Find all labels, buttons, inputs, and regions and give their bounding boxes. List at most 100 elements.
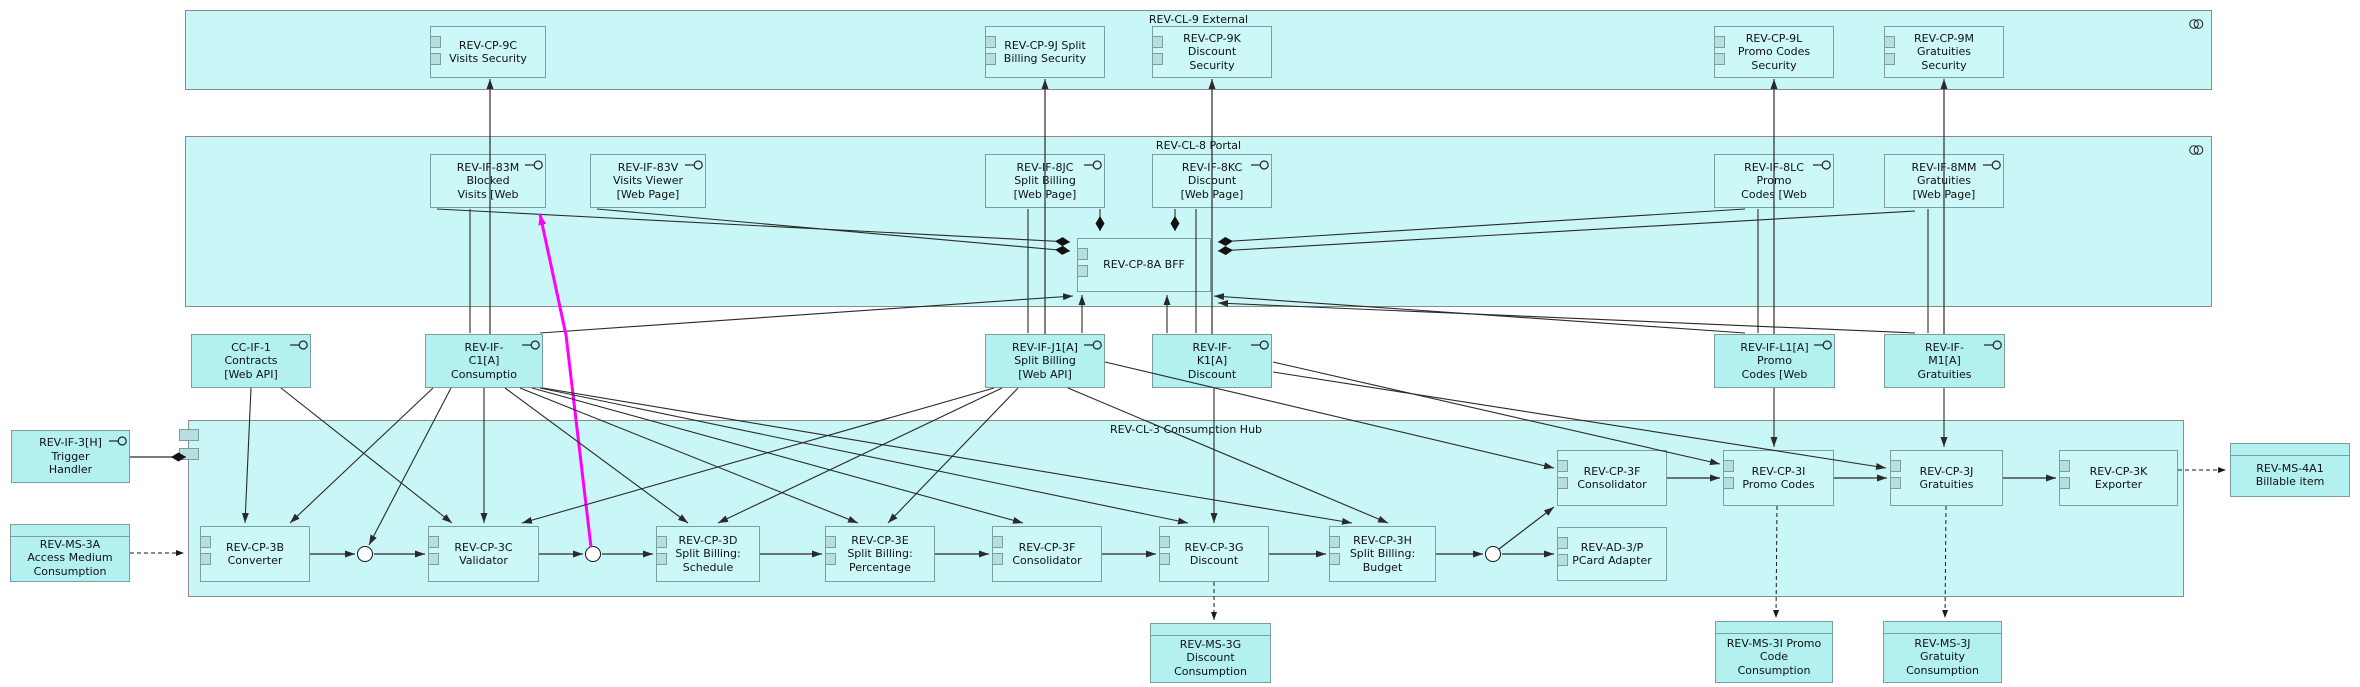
component-cp8a[interactable]: REV-CP-8A BFF bbox=[1077, 238, 1211, 292]
connector-line bbox=[1217, 299, 1916, 334]
component-icon bbox=[1891, 460, 1901, 472]
node-label-line: CC-IF-1 bbox=[231, 340, 271, 354]
component-icon bbox=[1715, 36, 1725, 48]
component-icon bbox=[431, 53, 441, 65]
node-label-line: Billing Security bbox=[1003, 52, 1087, 65]
node-label: REV-CP-8A BFF bbox=[1078, 258, 1210, 271]
component-icon bbox=[1724, 460, 1734, 472]
node-label-line: REV-IF-83M bbox=[456, 160, 520, 174]
node-label-line: Gratuities bbox=[1917, 367, 1972, 381]
node-label-line: REV-CP-9M bbox=[1914, 31, 1974, 45]
interface-ifj1[interactable]: REV-IF-J1[A]Split Billing[Web API] bbox=[985, 334, 1105, 388]
node-label-line: REV-CP-3F bbox=[1018, 540, 1076, 554]
node-label: REV-IF-M1[A]Gratuities bbox=[1885, 341, 2004, 381]
node-label-line: [Web API] bbox=[224, 367, 278, 381]
node-label-line: REV-MS-3I Promo bbox=[1726, 636, 1822, 650]
container-title-external: REV-CL-9 External bbox=[1148, 13, 1249, 26]
node-label-line: Gratuities bbox=[1919, 478, 1974, 491]
interface-ifk1[interactable]: REV-IF-K1[A]Discount bbox=[1152, 334, 1272, 388]
object-header-strip bbox=[2231, 444, 2349, 456]
node-label-line: REV-IF- bbox=[464, 340, 504, 354]
component-icon bbox=[1558, 477, 1568, 489]
junction-node[interactable] bbox=[357, 546, 373, 562]
interface-lollipop-icon bbox=[1983, 159, 2001, 171]
junction-node[interactable] bbox=[1485, 546, 1501, 562]
node-label-line: REV-CP-3F bbox=[1583, 464, 1641, 478]
object-header-strip bbox=[1151, 624, 1270, 636]
node-label-line: Gratuities bbox=[1917, 45, 1971, 59]
node-label-line: Exporter bbox=[2094, 478, 2143, 491]
interface-ifc1[interactable]: REV-IF-C1[A]Consumptio bbox=[425, 334, 543, 388]
node-label-line: REV-CP-3H bbox=[1353, 533, 1412, 547]
node-label-line: Consumption bbox=[1174, 664, 1247, 678]
node-label-line: Security bbox=[1189, 58, 1235, 72]
node-label-line: REV-MS-3J bbox=[1914, 636, 1971, 650]
node-label-line: Billable item bbox=[2255, 475, 2325, 488]
node-label-line: Split Billing: bbox=[847, 547, 913, 561]
node-label-line: Trigger bbox=[51, 449, 90, 463]
component-icon bbox=[1715, 53, 1725, 65]
node-label-line: Contracts bbox=[224, 354, 278, 368]
node-label-line: REV-CP-3B bbox=[225, 540, 285, 554]
node-label-line: REV-IF- bbox=[1925, 340, 1964, 354]
component-icon bbox=[1078, 265, 1088, 277]
node-label-line: Split Billing bbox=[1014, 354, 1076, 368]
component-icon bbox=[2060, 477, 2070, 489]
node-label-line: REV-MS-3G bbox=[1179, 637, 1242, 651]
node-label-line: REV-CP-9K bbox=[1183, 31, 1241, 45]
node-label-line: Split Billing: bbox=[1349, 547, 1416, 561]
junction-node[interactable] bbox=[585, 546, 601, 562]
interface-ifm1[interactable]: REV-IF-M1[A]Gratuities bbox=[1884, 334, 2005, 388]
interface-lollipop-icon bbox=[1984, 339, 2002, 351]
node-label-line: Consumptio bbox=[451, 367, 517, 381]
component-icon bbox=[179, 429, 199, 441]
node-label-line: [Web Page] bbox=[1180, 187, 1244, 201]
node-label-line: Gratuities bbox=[1917, 174, 1971, 188]
component-icon bbox=[657, 553, 667, 565]
component-icon bbox=[1885, 36, 1895, 48]
component-icon bbox=[201, 536, 211, 548]
object-header-strip bbox=[11, 525, 129, 537]
container-title-portal: REV-CL-8 Portal bbox=[1155, 139, 1242, 152]
